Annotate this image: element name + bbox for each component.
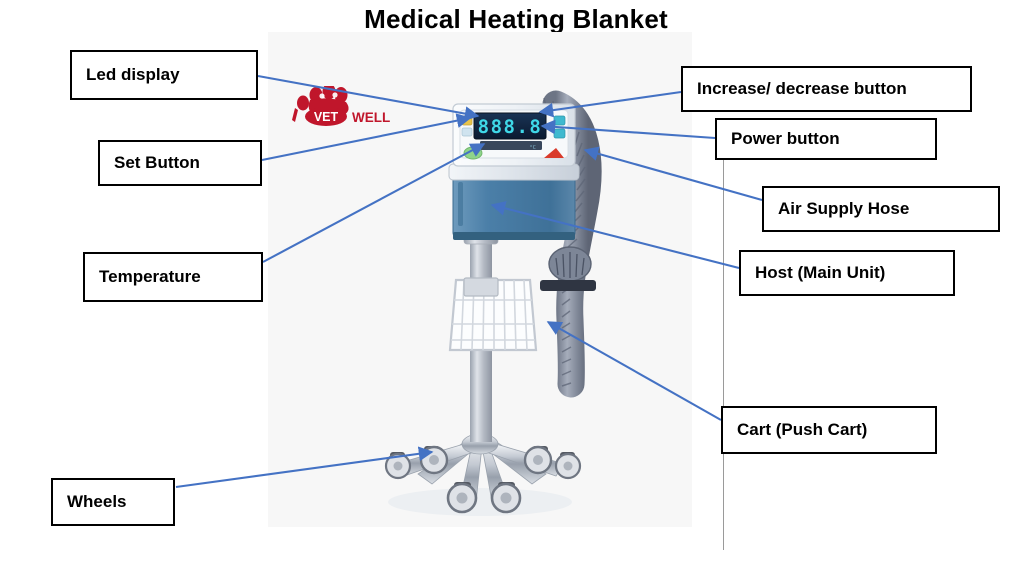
label-wheels: Wheels — [51, 478, 175, 526]
label-text: Increase/ decrease button — [697, 79, 907, 98]
host-main-unit-graphic — [448, 163, 580, 240]
vet-well-logo: VET WELL — [292, 86, 390, 126]
set-button-graphic — [461, 115, 473, 126]
label-text: Wheels — [67, 492, 127, 511]
logo-well-text: WELL — [352, 110, 390, 125]
label-cart-push-cart: Cart (Push Cart) — [721, 406, 937, 454]
increase-button-graphic — [553, 115, 566, 126]
svg-text:°C: °C — [529, 145, 536, 151]
page-title: Medical Heating Blanket — [364, 4, 668, 34]
decrease-button-graphic — [553, 128, 566, 139]
label-text: Set Button — [114, 153, 200, 172]
logo-vet-text: VET — [314, 110, 339, 124]
label-text: Led display — [86, 65, 180, 84]
led-display-value: 888.8 — [478, 116, 543, 138]
label-set-button: Set Button — [98, 140, 262, 186]
caster-wheel — [446, 482, 478, 514]
label-text: Air Supply Hose — [778, 199, 910, 218]
caster-wheel — [554, 452, 582, 480]
power-button-graphic — [463, 146, 483, 160]
caster-wheel — [490, 482, 522, 514]
caster-wheel — [523, 445, 553, 475]
label-text: Temperature — [99, 267, 201, 286]
label-text: Power button — [731, 129, 840, 148]
wire-basket — [448, 277, 538, 352]
label-power-button: Power button — [715, 118, 937, 160]
accent-wedge — [544, 148, 564, 158]
label-text: Host (Main Unit) — [755, 263, 886, 282]
label-increase-decrease-button: Increase/ decrease button — [681, 66, 972, 112]
label-led-display: Led display — [70, 50, 258, 100]
label-air-supply-hose: Air Supply Hose — [762, 186, 1000, 232]
label-host-main-unit: Host (Main Unit) — [739, 250, 955, 296]
caster-wheel — [384, 452, 412, 480]
caster-wheel — [419, 445, 449, 475]
hose-clamp — [540, 280, 596, 291]
vertical-divider-line — [723, 150, 724, 550]
cart-base — [384, 433, 582, 516]
label-text: Cart (Push Cart) — [737, 420, 868, 439]
control-panel: 888.8 °C — [452, 103, 576, 167]
label-temperature: Temperature — [83, 252, 263, 302]
